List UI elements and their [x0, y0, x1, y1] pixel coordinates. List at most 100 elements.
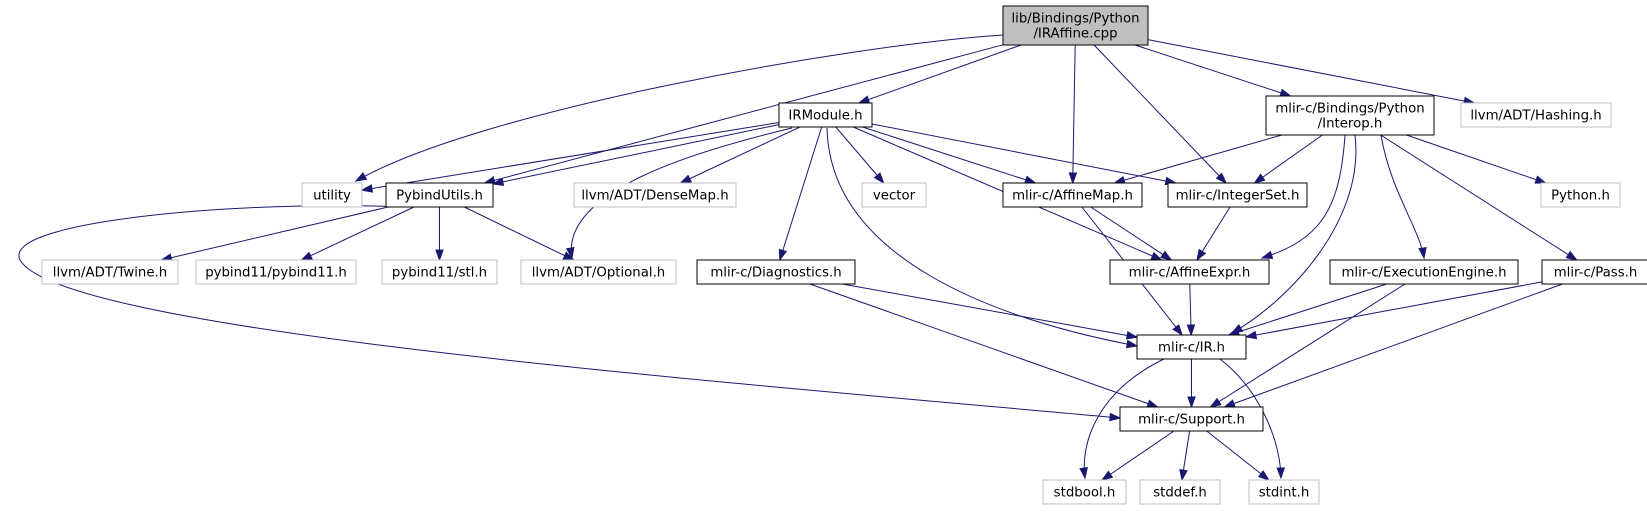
edge-line: [1210, 283, 1406, 408]
node-label: mlir-c/ExecutionEngine.h: [1341, 266, 1506, 281]
edges-layer: [18, 34, 1578, 482]
edge-line: [1231, 134, 1357, 334]
edge-line: [842, 283, 1138, 338]
node-support[interactable]: mlir-c/Support.h: [1119, 406, 1264, 432]
edge-ir-to-support: [1187, 359, 1196, 409]
edge-line: [826, 127, 1138, 347]
arrowhead: [1150, 251, 1164, 261]
node-label: stdbool.h: [1054, 486, 1116, 501]
arrowhead: [491, 177, 505, 186]
node-box: [520, 259, 677, 285]
arrowhead: [1172, 324, 1184, 337]
edge-line: [1224, 283, 1563, 408]
edge-irmodule-to-optional: [565, 127, 793, 260]
node-label: mlir-c/Diagnostics.h: [710, 266, 841, 281]
node-root[interactable]: lib/Bindings/Python/IRAffine.cpp: [1002, 5, 1149, 46]
arrowhead: [1100, 470, 1114, 481]
edge-line: [1134, 44, 1291, 97]
node-label: /Interop.h: [1318, 117, 1383, 132]
edge-root-to-pybindutils: [483, 44, 1004, 185]
edge-line: [484, 44, 1004, 184]
edge-affinemap-to-affineexpr: [1090, 206, 1173, 261]
node-box: [385, 182, 494, 208]
node-label: vector: [873, 189, 916, 204]
node-box: [1460, 102, 1612, 128]
arrowhead: [1209, 397, 1222, 408]
arrowhead: [1565, 250, 1578, 261]
edge-root-to-integerset: [1093, 44, 1228, 185]
edge-line: [1147, 39, 1475, 104]
node-box: [1002, 5, 1149, 46]
node-affinemap[interactable]: mlir-c/AffineMap.h: [1002, 182, 1143, 208]
edge-interop-to-pass: [1380, 134, 1578, 261]
edge-line: [1245, 281, 1543, 338]
edge-line: [779, 126, 823, 261]
node-box: [1248, 479, 1320, 505]
arrowhead: [1253, 173, 1266, 184]
node-box: [1265, 95, 1435, 136]
arrowhead: [1215, 172, 1228, 185]
node-ir[interactable]: mlir-c/IR.h: [1136, 334, 1247, 360]
edge-line: [570, 127, 793, 259]
node-label: lib/Bindings/Python: [1011, 12, 1139, 27]
node-diagnostics[interactable]: mlir-c/Diagnostics.h: [696, 259, 856, 285]
node-box: [1119, 406, 1264, 432]
node-densemap: llvm/ADT/DenseMap.h: [573, 182, 737, 208]
arrowhead: [1227, 327, 1240, 336]
node-pass[interactable]: mlir-c/Pass.h: [1541, 259, 1647, 285]
edge-interop-to-python: [1406, 134, 1548, 184]
arrowhead: [300, 251, 313, 261]
arrowhead: [1125, 339, 1139, 349]
edge-line: [161, 206, 389, 261]
edge-irmodule-to-utility: [360, 122, 780, 193]
node-irmodule[interactable]: IRModule.h: [778, 102, 873, 128]
node-hashing: llvm/ADT/Hashing.h: [1460, 102, 1612, 128]
node-label: utility: [313, 189, 351, 204]
arrowhead: [1186, 324, 1196, 337]
node-optional: llvm/ADT/Optional.h: [520, 259, 677, 285]
node-label: llvm/ADT/Hashing.h: [1470, 109, 1601, 124]
arrowhead: [562, 251, 576, 261]
edge-line: [1380, 134, 1425, 259]
edge-line: [1406, 134, 1546, 184]
arrowhead: [360, 184, 374, 193]
node-box: [1540, 182, 1621, 208]
node-execengine[interactable]: mlir-c/ExecutionEngine.h: [1329, 259, 1519, 285]
node-python: Python.h: [1540, 182, 1621, 208]
arrowhead: [565, 246, 575, 260]
node-pybindutils[interactable]: PybindUtils.h: [385, 182, 494, 208]
edge-line: [862, 126, 1036, 184]
node-label: PybindUtils.h: [396, 189, 483, 204]
arrowhead: [1109, 412, 1122, 422]
node-stddef: stddef.h: [1139, 479, 1221, 505]
edge-execengine-to-ir: [1227, 283, 1387, 336]
node-box: [1136, 334, 1247, 360]
node-label: pybind11/pybind11.h: [205, 266, 347, 281]
node-box: [1042, 479, 1127, 505]
edge-line: [809, 283, 1158, 408]
node-box: [1167, 182, 1308, 208]
node-utility: utility: [301, 182, 363, 208]
edge-line: [1254, 134, 1323, 184]
edge-support-to-stddef: [1179, 430, 1191, 482]
edge-line: [361, 122, 780, 191]
node-label: mlir-c/Support.h: [1138, 413, 1245, 428]
node-stdint: stdint.h: [1248, 479, 1320, 505]
arrowhead: [857, 95, 871, 104]
edge-line: [1072, 44, 1076, 184]
edge-pass-to-ir: [1244, 281, 1543, 340]
node-affineexpr[interactable]: mlir-c/AffineExpr.h: [1109, 259, 1270, 285]
edge-diagnostics-to-ir: [842, 283, 1139, 340]
edge-pybindutils-to-pybind11: [300, 206, 415, 261]
arrowhead: [1068, 172, 1078, 185]
arrowhead: [1257, 470, 1270, 481]
node-integerset[interactable]: mlir-c/IntegerSet.h: [1167, 182, 1308, 208]
arrowhead: [1244, 330, 1258, 340]
node-interop[interactable]: mlir-c/Bindings/Python/Interop.h: [1265, 95, 1435, 136]
arrowhead: [1079, 467, 1088, 480]
node-box: [301, 182, 363, 208]
node-box: [381, 259, 498, 285]
node-box: [1329, 259, 1519, 285]
edge-line: [1101, 430, 1175, 481]
edge-pybindutils-to-stl: [435, 207, 444, 262]
